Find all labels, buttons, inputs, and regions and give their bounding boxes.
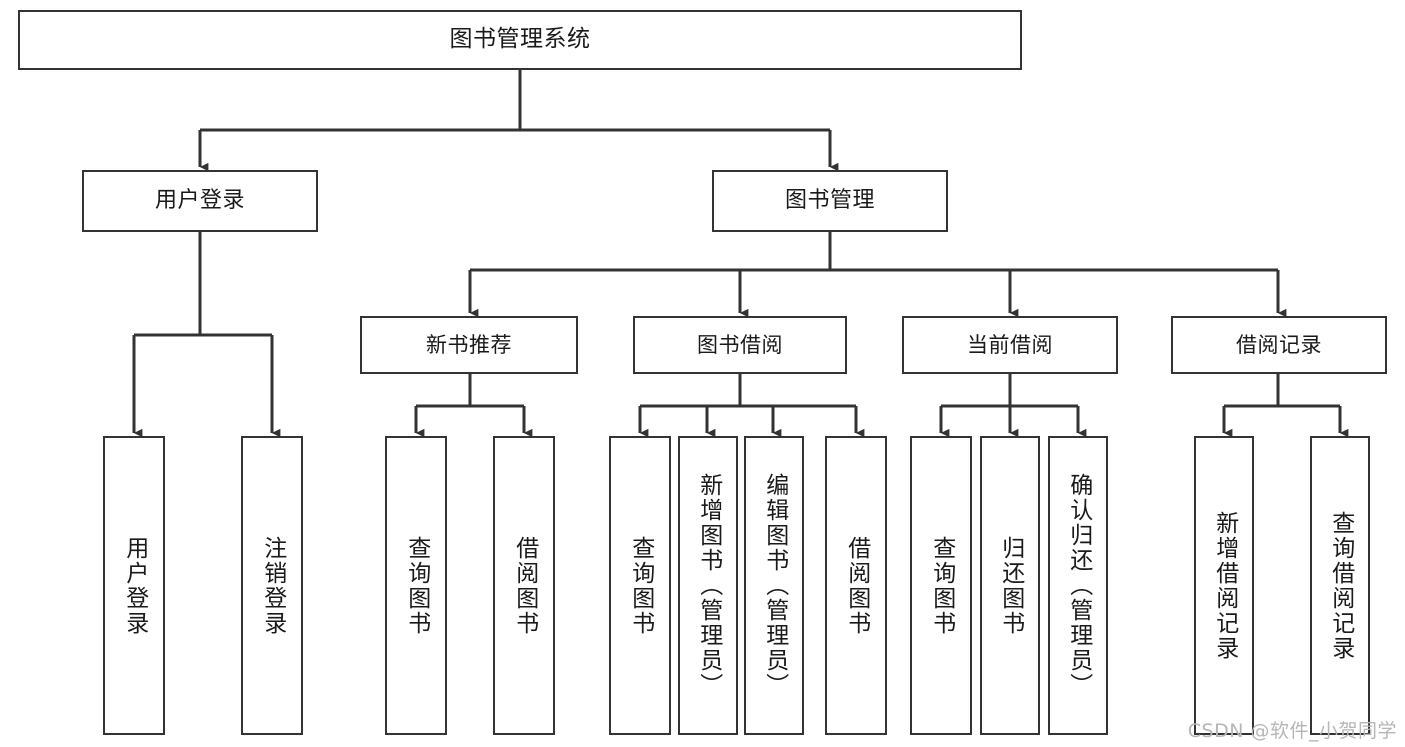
node-label: 查询图书 [627,535,654,636]
node-leaf-user-login[interactable]: 用户登录 [103,436,165,735]
node-leaf-borrow-book[interactable]: 借阅图书 [825,436,887,735]
node-leaf-add-borrow-record[interactable]: 新增借阅记录 [1194,436,1254,735]
node-leaf-borrow-book-recommend[interactable]: 借阅图书 [493,436,555,735]
node-label: 图书管理系统 [449,26,591,53]
node-current-borrow[interactable]: 当前借阅 [902,316,1118,374]
node-leaf-query-book-borrow[interactable]: 查询图书 [609,436,671,735]
node-label: 图书管理 [784,188,875,214]
node-label: 新增图书（管理员） [695,473,722,698]
node-label: 用户登录 [121,535,148,636]
node-leaf-logout[interactable]: 注销登录 [241,436,303,735]
node-new-book-recommend[interactable]: 新书推荐 [360,316,578,374]
node-label: 图书借阅 [697,332,783,357]
node-label: 查询借阅记录 [1327,510,1354,661]
node-user-login[interactable]: 用户登录 [82,170,318,232]
node-label: 借阅记录 [1236,332,1322,357]
node-borrow-record[interactable]: 借阅记录 [1171,316,1387,374]
node-label: 注销登录 [259,535,286,636]
node-book-management[interactable]: 图书管理 [712,170,948,232]
node-label: 当前借阅 [967,332,1053,357]
node-label: 用户登录 [154,188,245,214]
node-book-borrow[interactable]: 图书借阅 [633,316,847,374]
node-label: 查询图书 [403,535,430,636]
node-leaf-edit-book-admin[interactable]: 编辑图书（管理员） [744,436,804,735]
node-label: 归还图书 [997,535,1024,636]
node-leaf-add-book-admin[interactable]: 新增图书（管理员） [678,436,738,735]
node-label: 新增借阅记录 [1211,510,1238,661]
node-book-management-system[interactable]: 图书管理系统 [18,10,1022,70]
node-label: 借阅图书 [511,535,538,636]
node-label: 编辑图书（管理员） [761,473,788,698]
node-label: 查询图书 [928,535,955,636]
node-label: 借阅图书 [843,535,870,636]
node-leaf-query-borrow-record[interactable]: 查询借阅记录 [1310,436,1370,735]
node-leaf-confirm-return-admin[interactable]: 确认归还（管理员） [1048,436,1108,735]
node-leaf-query-book-recommend[interactable]: 查询图书 [385,436,447,735]
node-label: 确认归还（管理员） [1065,473,1092,698]
node-label: 新书推荐 [426,332,512,357]
node-leaf-return-book[interactable]: 归还图书 [980,436,1040,735]
node-leaf-query-book-current[interactable]: 查询图书 [910,436,972,735]
watermark-text: CSDN @软件_小贺同学 [1187,720,1397,742]
